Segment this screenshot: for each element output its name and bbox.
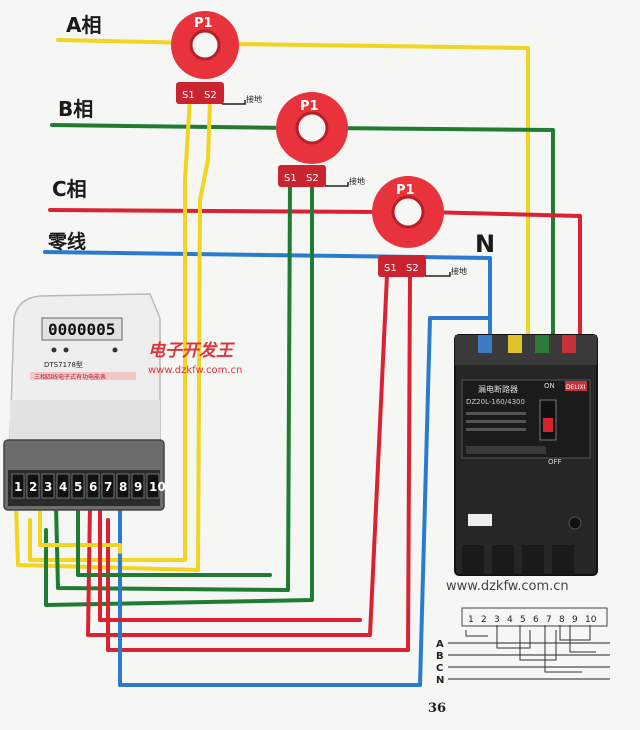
ct-c-s2-label: S2 <box>406 263 419 274</box>
ct-c-ground-label: 接地 <box>451 266 467 276</box>
meter-terminal <box>26 473 40 499</box>
schematic-terminal-number: 4 <box>507 615 513 625</box>
meter-terminal <box>131 473 145 499</box>
watermark-url-bottom: www.dzkfw.com.cn <box>446 579 569 594</box>
page-number: 36 <box>428 701 446 716</box>
meter-terminal-number: 10 <box>149 480 166 494</box>
schematic-terminal-number: 8 <box>559 615 565 625</box>
ct-a-s2-wire <box>14 98 212 572</box>
schematic-terminal-number: 2 <box>481 615 487 625</box>
breaker-toggle[interactable] <box>543 418 553 432</box>
ct-b-s2-wire <box>44 183 314 607</box>
watermark-cn: 电子开发王 <box>148 341 235 361</box>
schematic-row-label: C <box>436 663 443 674</box>
schematic-terminal-number: 10 <box>585 615 597 625</box>
meter-voltage-tap-c <box>98 503 362 622</box>
schematic-row-label: B <box>436 651 444 662</box>
meter-terminal-number: 1 <box>14 480 22 494</box>
meter-terminal-number: 5 <box>74 480 82 494</box>
phase-b-main-wire <box>50 123 292 130</box>
ct-c-p1-label: P1 <box>396 183 415 198</box>
phase-c-main-wire <box>48 208 387 214</box>
ct-c-s1-wire <box>86 273 389 637</box>
neutral-main-wire <box>43 250 492 340</box>
meter-terminal <box>101 473 115 499</box>
ct-a-s1-label: S1 <box>182 90 195 101</box>
meter-title-strip: 三相四线电子式有功电能表 <box>34 373 106 381</box>
leakage-breaker: 漏电断路器 DZ20L-160/4300 ON OFF DELIXI <box>454 334 598 576</box>
meter-terminal-number: 4 <box>59 480 67 494</box>
meter-terminal <box>146 473 160 499</box>
neutral-to-meter-wire <box>118 316 490 687</box>
neutral-n-mark: N <box>475 230 495 258</box>
watermark-url-top: www.dzkfw.com.cn <box>148 365 242 376</box>
meter-terminal-number: 9 <box>134 480 142 494</box>
ct-c-s2-wire <box>106 273 412 652</box>
ct-a-s1-wire <box>28 96 192 562</box>
current-transformer-a: P1 S1 S2 接地 <box>171 11 262 105</box>
neutral-label: 零线 <box>47 230 86 253</box>
breaker-off-label: OFF <box>548 458 562 466</box>
ct-c-s1-label: S1 <box>384 263 397 274</box>
meter-terminal <box>56 473 70 499</box>
ct-a-s2-label: S2 <box>204 90 217 101</box>
ct-a-ground-label: 接地 <box>246 94 262 104</box>
wires <box>14 38 582 687</box>
schematic-terminal-number: 5 <box>520 615 526 625</box>
phase-c-main-wire-out <box>423 210 582 340</box>
meter-voltage-tap-b <box>76 503 272 577</box>
breaker-test-button[interactable] <box>468 514 492 526</box>
meter-terminal <box>116 473 130 499</box>
meter-terminal <box>71 473 85 499</box>
schematic-terminal-number: 3 <box>494 615 500 625</box>
phase-b-main-wire-out <box>328 126 555 340</box>
meter-terminal <box>86 473 100 499</box>
schematic-terminal-number: 7 <box>546 615 552 625</box>
schematic-terminal-number: 6 <box>533 615 539 625</box>
meter-model: DTS7178型 <box>44 360 83 369</box>
ct-b-p1-label: P1 <box>300 99 319 114</box>
current-transformer-b: P1 S1 S2 接地 <box>276 92 365 187</box>
meter-terminal-number: 2 <box>29 480 37 494</box>
current-transformer-c: P1 S1 S2 接地 <box>372 176 467 277</box>
ct-a-p1-label: P1 <box>194 16 213 31</box>
meter-terminal-number: 3 <box>44 480 52 494</box>
phase-b-label: B相 <box>58 97 93 121</box>
meter-reading: 0000005 <box>48 320 115 339</box>
phase-c-label: C相 <box>52 177 87 201</box>
breaker-on-label: ON <box>544 382 555 390</box>
breaker-name: 漏电断路器 <box>478 384 518 394</box>
breaker-brand: DELIXI <box>566 384 586 391</box>
schematic-terminal-number: 1 <box>468 615 474 625</box>
phase-a-label: A相 <box>66 13 101 37</box>
schematic-row-label: A <box>436 639 444 650</box>
phase-a-main-wire-out <box>230 42 530 340</box>
schematic-terminal-number: 9 <box>572 615 578 625</box>
ct-b-ground-label: 接地 <box>349 176 365 186</box>
schematic-row-label: N <box>436 675 444 686</box>
schematic-terminal-box <box>461 607 608 627</box>
breaker-model: DZ20L-160/4300 <box>466 398 525 406</box>
meter-terminal-number: 8 <box>119 480 127 494</box>
meter-terminal <box>11 473 25 499</box>
meter-terminal-number: 7 <box>104 480 112 494</box>
ct-b-s1-label: S1 <box>284 173 297 184</box>
ct-b-s2-label: S2 <box>306 173 319 184</box>
meter-terminal <box>41 473 55 499</box>
meter-terminal-number: 6 <box>89 480 97 494</box>
